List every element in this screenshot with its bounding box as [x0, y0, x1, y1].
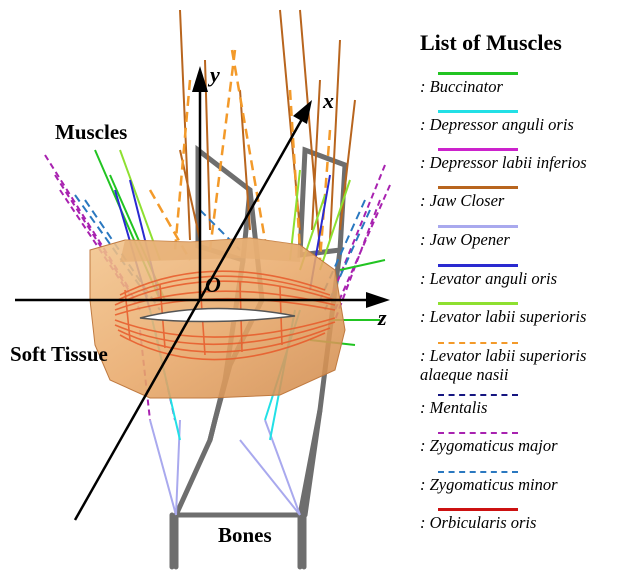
legend-label: : Jaw Opener: [420, 230, 510, 249]
legend-label: : Zygomaticus minor: [420, 475, 558, 494]
legend-label: : Buccinator: [420, 77, 503, 96]
axis-z-label: z: [378, 305, 387, 331]
legend-label: : Levator labii superioris alaeque nasii: [420, 346, 586, 384]
legend-swatch: [438, 302, 518, 305]
legend-label: : Levator labii superioris: [420, 307, 586, 326]
legend-label: : Levator anguli oris: [420, 269, 557, 288]
legend-swatch: [438, 72, 518, 75]
legend-label: : Jaw Closer: [420, 191, 504, 210]
legend-label: : Depressor labii inferios: [420, 153, 587, 172]
origin-label: O: [205, 272, 221, 298]
legend-label: : Depressor anguli oris: [420, 115, 574, 134]
legend-swatch: [438, 264, 518, 267]
legend-swatch: [438, 342, 518, 344]
axis-y-label: y: [210, 62, 220, 88]
legend-title: List of Muscles: [420, 30, 633, 56]
legend-swatch: [438, 471, 518, 473]
axis-x-label: x: [323, 88, 334, 114]
legend-label: : Mentalis: [420, 398, 487, 417]
legend-label: : Zygomaticus major: [420, 436, 558, 455]
soft-tissue-label: Soft Tissue: [10, 342, 108, 367]
legend-swatch: [438, 148, 518, 151]
legend-label: : Orbicularis oris: [420, 513, 536, 532]
bones-label: Bones: [218, 523, 272, 548]
legend-swatch: [438, 394, 518, 396]
legend-swatch: [438, 110, 518, 113]
legend-swatch: [438, 186, 518, 189]
jaw-opener-lines: [150, 420, 300, 515]
muscle-legend: List of Muscles : Buccinator: Depressor …: [418, 30, 633, 64]
legend-swatch: [438, 508, 518, 511]
muscles-label: Muscles: [55, 120, 127, 145]
legend-swatch: [438, 225, 518, 228]
legend-swatch: [438, 432, 518, 434]
